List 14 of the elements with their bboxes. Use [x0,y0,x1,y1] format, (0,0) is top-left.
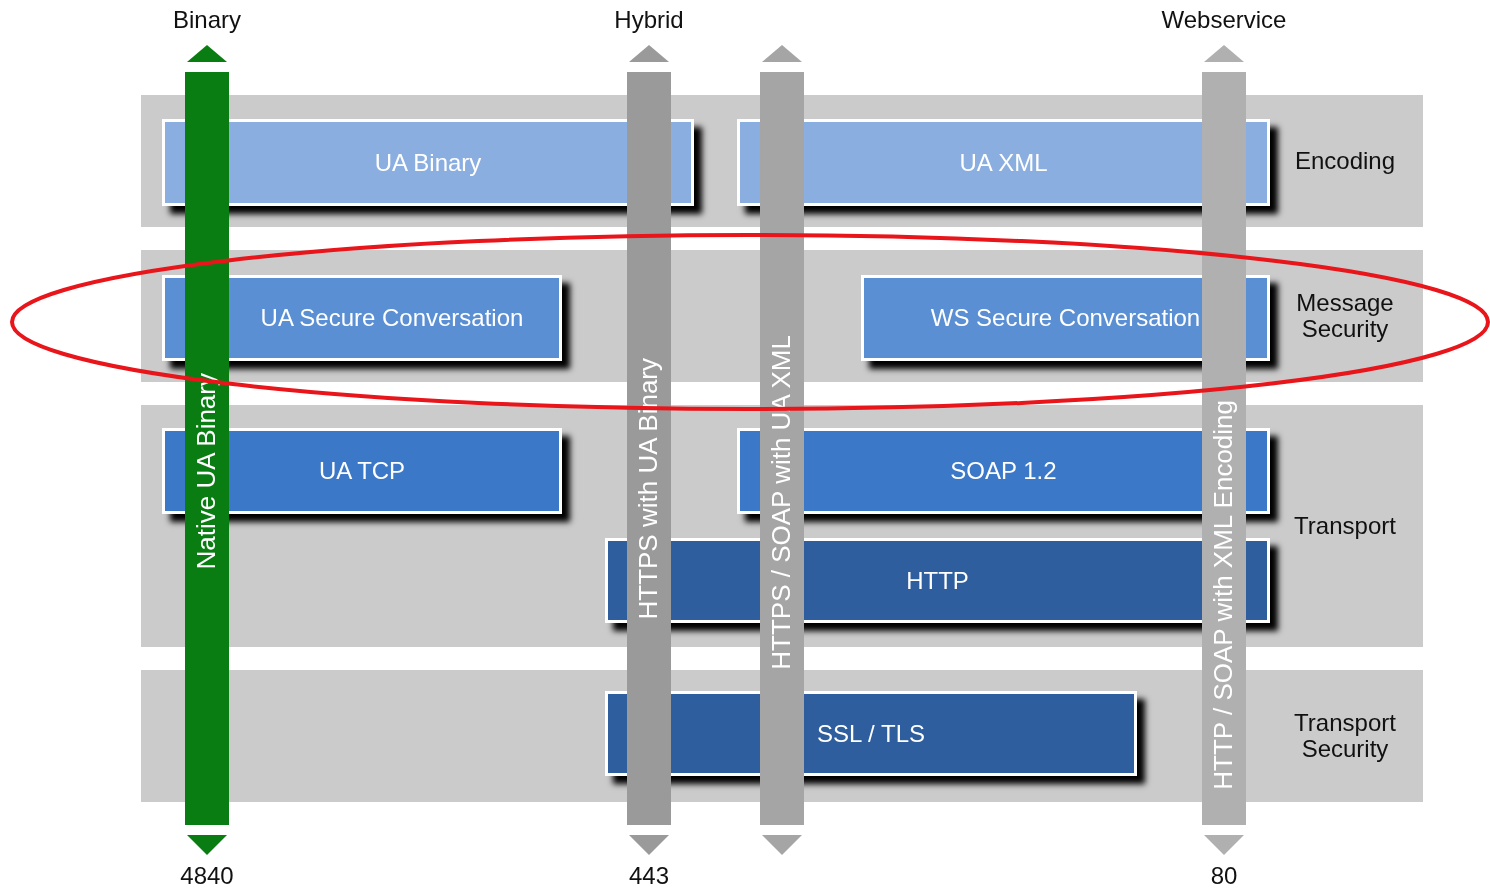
column-heading: Hybrid [614,6,684,34]
port-number: 443 [629,862,669,889]
double-arrow-bar [760,45,804,855]
port-number: 80 [1210,862,1238,889]
layer-label: Message Security [1295,290,1395,342]
column-heading: Webservice [1161,6,1287,34]
layer-label: Transport [1293,513,1397,539]
column-heading: Binary [173,6,241,34]
double-arrow-bar [1202,45,1246,855]
double-arrow-bar [627,45,671,855]
double-arrow-bar [185,45,229,855]
layer-label: Encoding [1293,148,1397,174]
port-number: 4840 [180,862,234,889]
layer-label: Transport Security [1293,710,1397,762]
